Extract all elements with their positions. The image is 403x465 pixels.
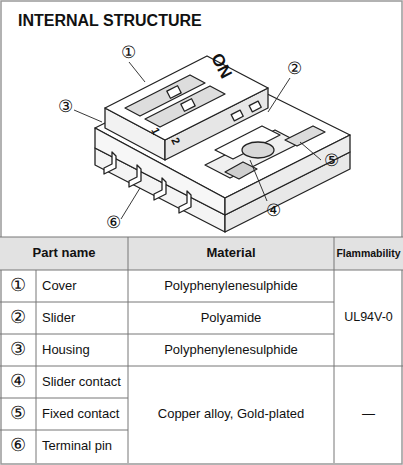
flammability: UL94V-0: [334, 270, 403, 366]
part-name: Slider: [42, 302, 128, 334]
callout-number: ②: [283, 58, 305, 80]
flammability: —: [334, 366, 403, 462]
part-name: Terminal pin: [42, 430, 128, 462]
table-header: Flammability: [334, 237, 403, 270]
callout-number: ⑤: [320, 150, 342, 172]
part-name: Housing: [42, 334, 128, 366]
callout-number: ⑥: [102, 212, 124, 234]
callout-number: ①: [117, 42, 139, 64]
callout-number: ①: [0, 270, 36, 302]
callout-number: ④: [262, 200, 284, 222]
callout-number: ④: [0, 366, 36, 398]
callout-number: ⑤: [0, 398, 36, 430]
material: Polyphenylenesulphide: [128, 270, 334, 302]
table-header: Part name: [0, 237, 128, 270]
part-name: Slider contact: [42, 366, 128, 398]
material: Polyamide: [128, 302, 334, 334]
table-header: Material: [128, 237, 334, 270]
part-name: Cover: [42, 270, 128, 302]
callout-number: ②: [0, 302, 36, 334]
part-name: Fixed contact: [42, 398, 128, 430]
callout-number: ③: [54, 96, 76, 118]
material: Copper alloy, Gold-plated: [128, 366, 334, 462]
callout-number: ⑥: [0, 430, 36, 462]
callout-number: ③: [0, 334, 36, 366]
material: Polyphenylenesulphide: [128, 334, 334, 366]
title: INTERNAL STRUCTURE: [18, 10, 318, 32]
